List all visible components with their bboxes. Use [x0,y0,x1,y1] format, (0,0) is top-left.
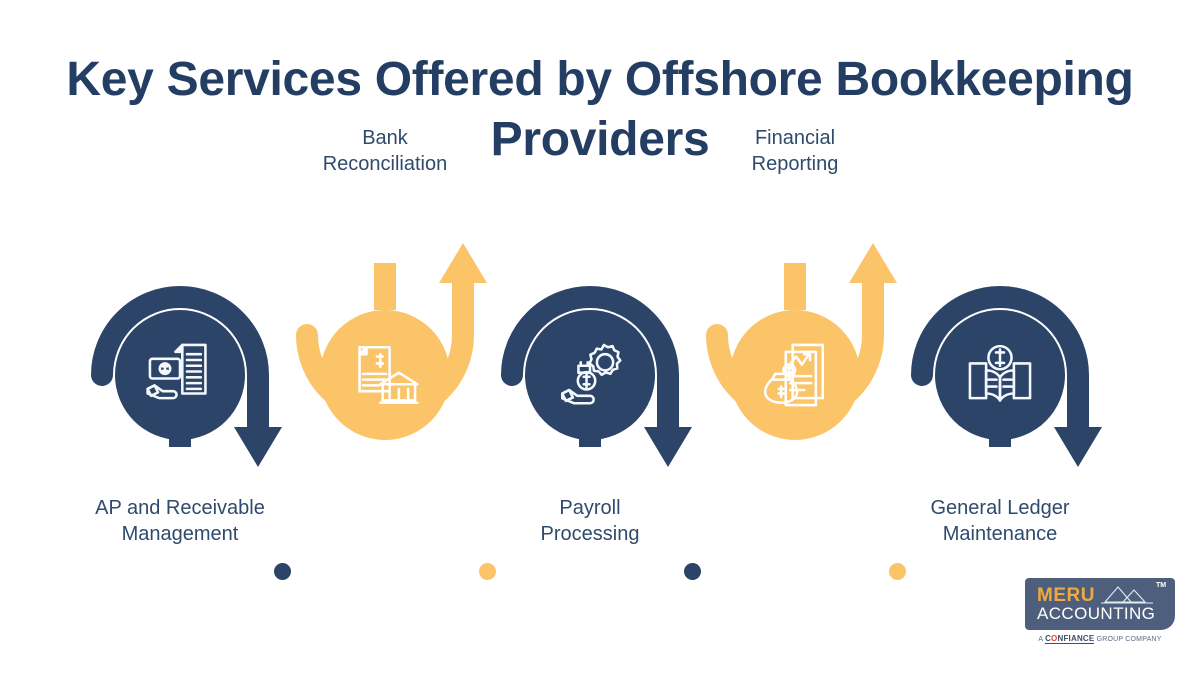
logo-brand-primary: MERU [1037,585,1095,606]
tagline-brand-o: O [1051,634,1058,643]
flow-node-bank-reconciliation[interactable]: Bank Reconciliation [285,127,487,555]
tagline-brand-after: NFIANCE [1057,634,1095,643]
label-line-1: Bank [362,127,408,149]
tagline-suffix: GROUP COMPANY [1094,636,1162,643]
connector-dot [274,563,291,580]
flow-node-label: Bank Reconciliation [265,125,505,177]
money-bag-report-icon [763,343,825,407]
logo-plate [1025,578,1175,630]
bank-statement-icon [358,345,419,405]
ring-wrapper [80,275,282,475]
page-title-line-2: Providers [490,113,710,166]
connector-dot [684,563,701,580]
icon-disc [730,310,860,440]
logo-tagline: A CONFIANCE GROUP COMPANY [1025,634,1175,644]
icon-disc [525,310,655,440]
flow-node-label: Financial Reporting [675,125,915,177]
flow-node-label: AP and Receivable Management [60,495,300,547]
hand-coin-gear-icon [560,343,622,405]
logo-brand-secondary: ACCOUNTING [1037,604,1156,623]
flow-node-ap-and-receivable-management[interactable]: AP and Receivable Management [80,195,282,555]
label-line-1: General Ledger [930,497,1070,519]
ledger-book-dollar-icon [968,344,1032,402]
connector-dot [479,563,496,580]
logo-trademark: TM [1156,582,1167,589]
flow-node-label: General Ledger Maintenance [880,495,1120,547]
connector-dot [889,563,906,580]
icon-disc [320,310,450,440]
icon-disc [115,310,245,440]
page-title-line-1: Key Services Offered by Offshore Bookkee… [66,53,1134,106]
label-line-2: Management [121,523,239,545]
label-line-2: Maintenance [942,523,1058,545]
ring-wrapper [900,275,1102,475]
flow-node-label: Payroll Processing [470,495,710,547]
tagline-brand: CONFIANCE [1045,634,1095,644]
flow-node-financial-reporting[interactable]: Financial Reporting [695,127,897,555]
mountain-icon [1101,586,1153,604]
label-line-1: Payroll [559,497,621,519]
icon-disc [935,310,1065,440]
brand-logo[interactable]: MERU TM ACCOUNTING A CONFIANCE GROUP COM… [1025,578,1175,650]
label-line-2: Reconciliation [322,153,448,175]
ring-wrapper [285,243,487,475]
ring-wrapper [695,243,897,475]
hand-cash-invoice-icon [146,343,207,400]
label-line-1: AP and Receivable [95,497,265,519]
page-title: Key Services Offered by Offshore Bookkee… [60,50,1140,170]
label-line-1: Financial [754,127,836,149]
flow-node-general-ledger-maintenance[interactable]: General Ledger Maintenance [900,195,1102,555]
tagline-prefix: A [1038,636,1046,643]
services-flow: AP and Receivable Management [0,127,1200,580]
ring-wrapper [490,275,692,475]
label-line-2: Processing [540,523,640,545]
label-line-2: Reporting [751,153,839,175]
tagline-brand-before: C [1045,634,1052,643]
flow-node-payroll-processing[interactable]: Payroll Processing [490,195,692,555]
